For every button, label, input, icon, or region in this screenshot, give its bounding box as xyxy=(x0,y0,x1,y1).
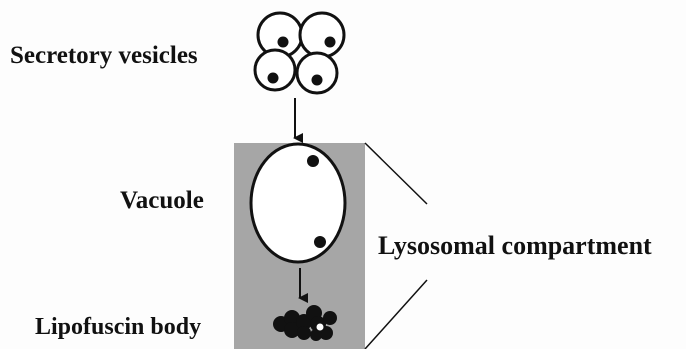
vesicle-granule xyxy=(312,75,323,86)
secretory-vesicle xyxy=(297,53,337,93)
vacuole-granule xyxy=(314,236,326,248)
secretory-vesicles-cluster xyxy=(255,13,344,93)
secretory-vesicle xyxy=(300,13,344,57)
vesicle-granule xyxy=(268,73,279,84)
bracket-line-lower xyxy=(365,280,427,349)
vacuole-label: Vacuole xyxy=(120,188,204,213)
bracket-line-upper xyxy=(365,143,427,204)
lysosomal-compartment-label: Lysosomal compartment xyxy=(378,233,652,259)
vacuole xyxy=(251,144,345,262)
secretory-vesicles-label: Secretory vesicles xyxy=(10,43,198,68)
lipofuscin-highlight xyxy=(317,324,324,331)
vesicle-granule xyxy=(278,37,289,48)
vacuole-granule xyxy=(307,155,319,167)
lipofuscin-body-label: Lipofuscin body xyxy=(35,315,201,339)
secretory-vesicle xyxy=(255,50,295,90)
vesicle-granule xyxy=(325,37,336,48)
